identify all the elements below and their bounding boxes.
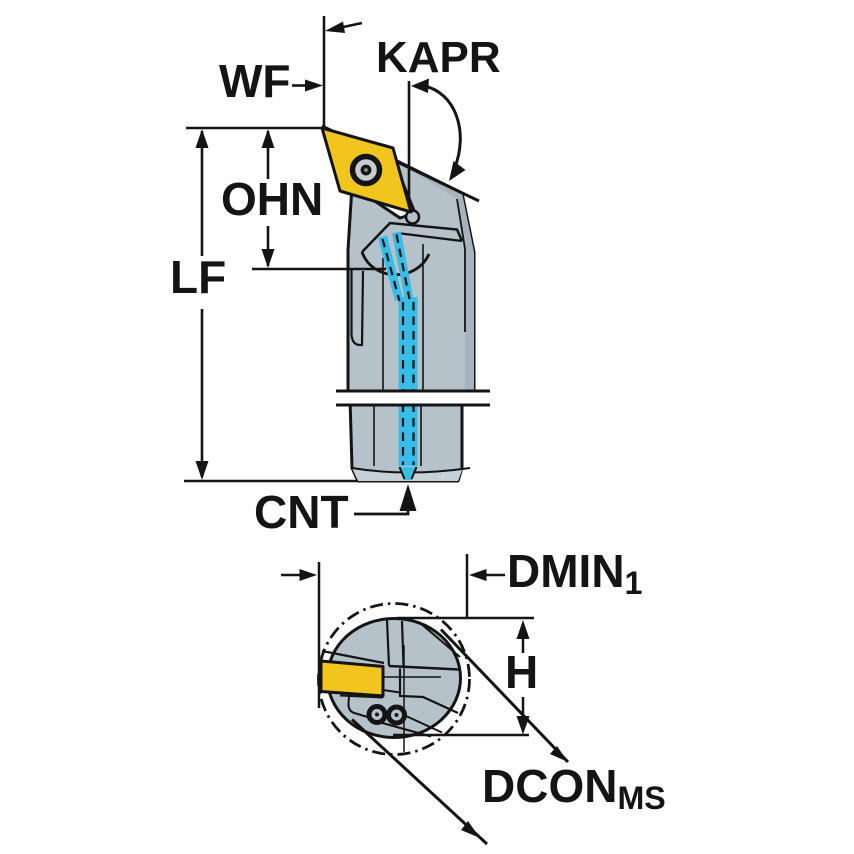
- label-lf: LF: [170, 251, 227, 303]
- label-dcon-ms: DCONMS: [482, 763, 666, 814]
- lf-dimension: [184, 126, 358, 483]
- h-dimension: [393, 616, 534, 737]
- label-wf: WF: [219, 55, 291, 107]
- label-dmin1-sub: 1: [624, 565, 643, 602]
- kapr-dimension: [407, 78, 466, 207]
- label-ohn: OHN: [221, 173, 324, 225]
- dmin-dimension: [281, 554, 505, 708]
- label-h: H: [505, 646, 539, 698]
- shank-break: [336, 389, 490, 407]
- cnt-leader: [354, 484, 417, 516]
- ohn-dimension: [252, 129, 386, 271]
- clamp-pin: [404, 209, 421, 225]
- label-dmin1: DMIN1: [507, 548, 642, 599]
- label-kapr: KAPR: [376, 33, 501, 82]
- label-dcon-sub: MS: [617, 780, 666, 817]
- insert: [320, 126, 413, 214]
- tool-body: [346, 157, 476, 483]
- dcon-dimension: [350, 628, 570, 846]
- coolant-hole-icon: [366, 704, 388, 725]
- end-view-insert: [319, 659, 385, 698]
- end-view-body: [321, 617, 462, 752]
- label-dmin1-main: DMIN: [507, 545, 625, 597]
- coolant-hole-icon: [386, 704, 407, 726]
- label-dcon-main: DCON: [482, 760, 618, 812]
- wf-dimension: [292, 16, 363, 128]
- side-view-drawing: [184, 16, 490, 516]
- coolant-channels: [378, 231, 418, 466]
- coolant-inlet: [351, 466, 471, 480]
- label-cnt: CNT: [254, 486, 349, 538]
- end-view-drawing: [281, 554, 570, 846]
